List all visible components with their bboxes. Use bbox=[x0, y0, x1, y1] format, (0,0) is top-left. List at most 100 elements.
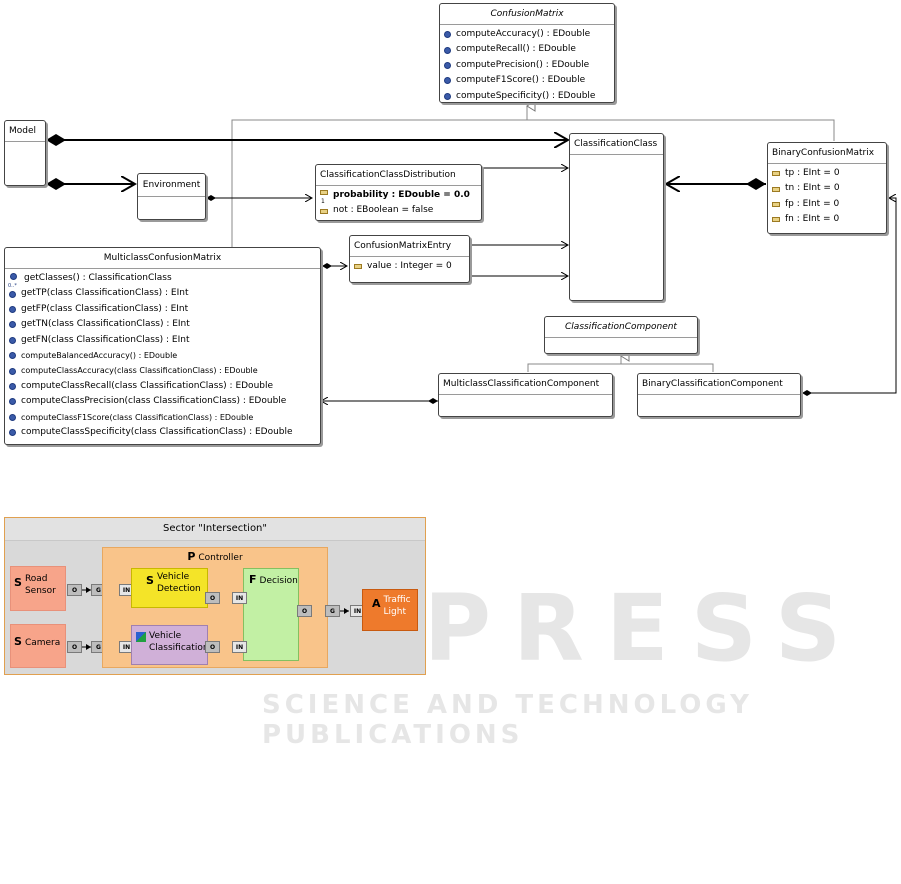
port-output[interactable]: O bbox=[67, 641, 82, 653]
component-label: Light bbox=[383, 607, 406, 617]
attribute-row: tp : EInt = 0 bbox=[772, 166, 882, 181]
classification-kind-icon bbox=[136, 632, 146, 642]
operation-icon bbox=[9, 413, 16, 421]
attribute-icon bbox=[772, 201, 780, 207]
operation-row: computeF1Score() : EDouble bbox=[444, 73, 610, 88]
operation-icon bbox=[9, 336, 16, 344]
class-name: BinaryClassificationComponent bbox=[642, 379, 783, 389]
operation-row: computeSpecificity() : EDouble bbox=[444, 89, 610, 104]
uml-class-confusion-matrix[interactable]: ConfusionMatrix computeAccuracy() : EDou… bbox=[439, 3, 615, 103]
uml-class-multiclass-confusion-matrix[interactable]: MulticlassConfusionMatrix 0..* getClasse… bbox=[4, 247, 321, 445]
port-gate[interactable]: G bbox=[325, 605, 340, 617]
operation-icon bbox=[444, 46, 451, 54]
class-name: BinaryConfusionMatrix bbox=[772, 148, 875, 158]
component-label: Decision bbox=[259, 576, 298, 586]
port-input[interactable]: IN bbox=[119, 584, 134, 596]
component-label: Traffic bbox=[383, 595, 411, 605]
class-name: MulticlassConfusionMatrix bbox=[103, 253, 222, 263]
sensor-kind-marker: S bbox=[14, 635, 22, 648]
port-output[interactable]: O bbox=[297, 605, 312, 617]
operation-icon bbox=[444, 92, 451, 100]
uml-class-environment[interactable]: Environment bbox=[137, 173, 206, 220]
uml-class-binary-confusion-matrix[interactable]: BinaryConfusionMatrix tp : EInt = 0 tn :… bbox=[767, 142, 887, 234]
uml-class-binary-classification-component[interactable]: BinaryClassificationComponent bbox=[637, 373, 801, 417]
operation-row: computeClassRecall(class ClassificationC… bbox=[9, 379, 316, 394]
road-sensor-component[interactable]: S Road Sensor bbox=[10, 566, 66, 611]
sensor-kind-marker: S bbox=[14, 576, 22, 589]
uml-class-model[interactable]: Model bbox=[4, 120, 46, 186]
operation-row: computeAccuracy() : EDouble bbox=[444, 27, 610, 42]
operation-row: getFP(class ClassificationClass) : EInt bbox=[9, 302, 316, 317]
attribute-icon bbox=[320, 208, 328, 214]
operation-icon bbox=[9, 321, 16, 329]
component-label: Controller bbox=[198, 553, 243, 563]
port-input[interactable]: IN bbox=[232, 592, 247, 604]
class-name: ConfusionMatrix bbox=[490, 9, 564, 19]
operation-icon bbox=[444, 61, 451, 69]
attribute-icon: 1 bbox=[320, 189, 328, 205]
component-label: Detection bbox=[156, 584, 201, 594]
attribute-icon bbox=[354, 264, 362, 270]
operation-icon bbox=[9, 367, 16, 375]
port-output[interactable]: O bbox=[67, 584, 82, 596]
uml-class-confusion-matrix-entry[interactable]: ConfusionMatrixEntry value : Integer = 0 bbox=[349, 235, 470, 283]
attribute-row: tn : EInt = 0 bbox=[772, 181, 882, 196]
operation-icon: 0..* bbox=[8, 272, 19, 289]
operation-row: computeRecall() : EDouble bbox=[444, 42, 610, 57]
operation-icon bbox=[444, 31, 451, 39]
class-name: MulticlassClassificationComponent bbox=[443, 379, 600, 389]
uml-class-classification-class[interactable]: ClassificationClass bbox=[569, 133, 664, 301]
uml-class-classification-class-distribution[interactable]: ClassificationClassDistribution 1 probab… bbox=[315, 164, 482, 221]
operation-icon bbox=[9, 305, 16, 313]
operation-row: 0..* getClasses() : ClassificationClass bbox=[8, 272, 172, 289]
function-kind-marker: F bbox=[249, 573, 257, 586]
operation-icon bbox=[9, 290, 16, 298]
operation-row: computeClassAccuracy(class Classificatio… bbox=[9, 363, 316, 378]
attribute-row: 1 probability : EDouble = 0.0 bbox=[320, 189, 470, 205]
operation-icon bbox=[9, 398, 16, 406]
controller-kind-marker: P bbox=[187, 550, 196, 563]
component-label: Camera bbox=[24, 638, 61, 648]
sensor-kind-marker: S bbox=[146, 574, 154, 587]
uml-class-classification-component[interactable]: ClassificationComponent bbox=[544, 316, 698, 354]
component-label: Road bbox=[24, 574, 48, 584]
component-label: Sensor bbox=[24, 586, 56, 596]
traffic-light-component[interactable]: A Traffic Light bbox=[362, 589, 418, 631]
operation-icon bbox=[9, 352, 16, 360]
attribute-row: fn : EInt = 0 bbox=[772, 212, 882, 227]
attribute-icon bbox=[772, 217, 780, 223]
operation-row: getTP(class ClassificationClass) : EInt bbox=[9, 286, 316, 301]
component-label: Vehicle bbox=[149, 631, 182, 641]
operation-row: computeClassPrecision(class Classificati… bbox=[9, 394, 316, 409]
port-output[interactable]: O bbox=[205, 592, 220, 604]
actuator-kind-marker: A bbox=[372, 597, 381, 610]
operation-row: computeClassSpecificity(class Classifica… bbox=[9, 425, 316, 440]
attribute-row: not : EBoolean = false bbox=[320, 203, 477, 218]
operation-row: getFN(class ClassificationClass) : EInt bbox=[9, 333, 316, 348]
operation-row: computeBalancedAccuracy() : EDouble bbox=[9, 348, 316, 363]
class-name: ClassificationClass bbox=[574, 139, 658, 149]
attribute-row: value : Integer = 0 bbox=[354, 259, 465, 274]
port-output[interactable]: O bbox=[205, 641, 220, 653]
attribute-icon bbox=[772, 186, 780, 192]
attribute-row: fp : EInt = 0 bbox=[772, 197, 882, 212]
port-input[interactable]: IN bbox=[232, 641, 247, 653]
uml-class-multiclass-classification-component[interactable]: MulticlassClassificationComponent bbox=[438, 373, 613, 417]
class-name: ClassificationClassDistribution bbox=[320, 170, 456, 180]
vehicle-detection-component[interactable]: S Vehicle Detection bbox=[131, 568, 208, 608]
operation-icon bbox=[9, 429, 16, 437]
component-label: Vehicle bbox=[156, 572, 190, 582]
class-name: Model bbox=[9, 126, 37, 136]
sector-title: Sector "Intersection" bbox=[5, 518, 425, 541]
class-name: ConfusionMatrixEntry bbox=[354, 241, 452, 251]
operation-row: getTN(class ClassificationClass) : EInt bbox=[9, 317, 316, 332]
vehicle-classification-component[interactable]: Vehicle Classification bbox=[131, 625, 209, 665]
operation-row: computeClassF1Score(class Classification… bbox=[9, 410, 316, 425]
operation-icon bbox=[444, 77, 451, 85]
operation-icon bbox=[9, 382, 16, 390]
class-name: Environment bbox=[142, 180, 201, 190]
